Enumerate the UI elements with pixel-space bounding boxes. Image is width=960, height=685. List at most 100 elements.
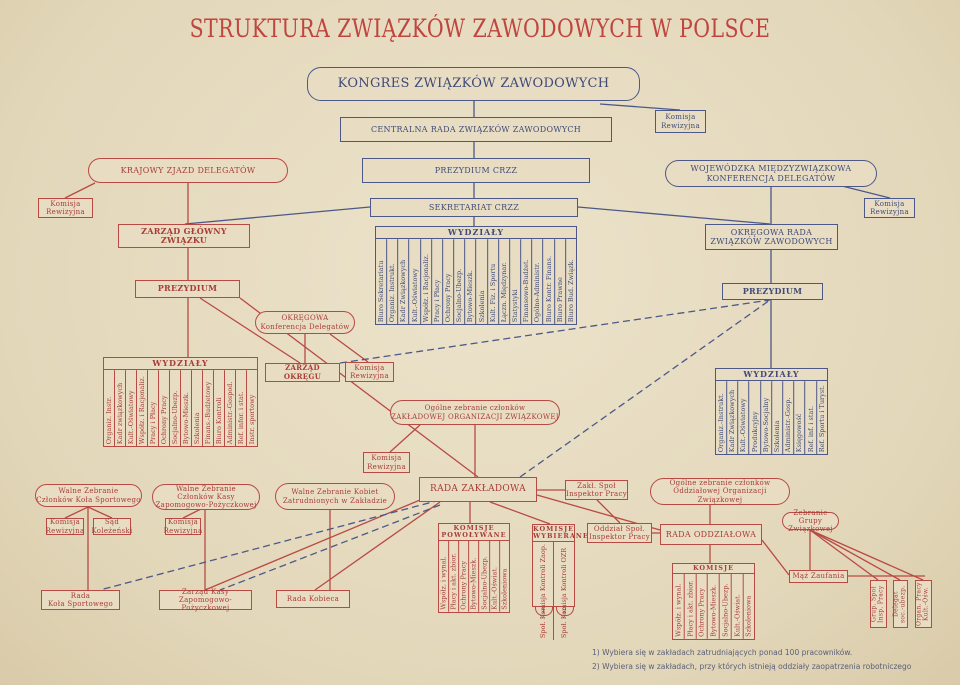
okregowa-konferencja-node: OKRĘGOWA Konferencja Delegatów [255,311,355,334]
walne-zebranie-kobiet-node: Walne Zebranie Kobiet Zatrudnionych w Za… [275,483,395,510]
zarzad-okregu-node: ZARZĄD OKRĘGU [265,363,340,382]
department-column: Organiz.-Instrukt. [716,380,728,454]
rada-zakladowa-node: RADA ZAKŁADOWA [419,477,537,502]
table-header: KOMISJE POWOŁYWANE [439,524,509,542]
delegat-node: Delegat soc.-ubezp. [893,580,908,628]
sekretariat-crzz-node: SEKRETARIAT CRZZ [370,198,578,217]
department-column: Współz. i wynal. [673,574,685,639]
department-column: Biuro Prawne [554,238,566,324]
department-column: Kult.-Oświatowy [126,369,137,446]
prezydium-left-node: PREZYDIUM [135,280,240,298]
department-column: Społ. Komisja Kontroli OZR [560,548,568,639]
department-column: Szkolenia [192,369,203,446]
sad-kolezenski-node: Sąd Koleżeński [91,518,133,535]
komisja-rewizyjna-sport: Komisja Rewizyjna [45,518,85,535]
department-column: Pracy i Płacy [431,238,444,324]
komisje-oddzialowe-table: KOMISJE Współz. i wynal.Płacy i akt. zbi… [672,563,755,640]
department-column: Bytowo-Mieszk. [465,238,477,324]
department-column: Współz. i wynal. [439,541,450,612]
footnote-marker: 1 [534,607,553,616]
department-column: Kult.-Oświat. [731,574,744,639]
department-column: Ref. infor. i stat. [236,369,247,446]
department-column: Płacy i akt. zbior. [684,574,697,639]
table-header: WYDZIAŁY [376,227,576,239]
poster-title: STRUKTURA ZWIĄZKÓW ZAWODOWYCH W POLSCE [189,14,771,43]
department-column: Administr.-Gosp. [783,380,795,454]
footnote-marker: 2 [555,607,574,616]
department-column: Socjalno-Ubezp. [170,369,181,446]
walne-zebranie-sport-node: Walne Zebranie Członków Koła Sportowego [35,484,142,507]
wydzialy-zarzad-table: WYDZIAŁY Organiz. Instr.Kadr związkowych… [103,357,258,447]
department-column: Kult.-Oświatowy [738,380,750,454]
department-column: Płacy i akt. zbior. [449,541,460,612]
komisja-rewizyjna-left: Komisja Rewizyjna [38,198,93,218]
department-column: Bytowo-Mieszk. [708,574,720,639]
grupowy-inspektor-node: Grup. Społ Insp. Pracy [870,580,887,628]
komisja-rewizyjna-zoz: Komisja Rewizyjna [363,452,410,473]
rada-kobieca-node: Rada Kobieca [276,590,350,608]
department-column: Kult. Fiz. i Sportu [487,238,499,324]
department-column: Finans.-Budżetowy [203,369,214,446]
department-column: Kult.-Oświatowy [409,238,421,324]
oddzialowy-inspektor-node: Oddział Społ. Inspektor Pracy [587,523,652,543]
krajowy-zjazd-node: KRAJOWY ZJAZD DELEGATÓW [88,158,288,183]
wojewodzka-konferencja-node: WOJEWÓDZKA MIĘDZYZWIĄZKOWA KONFERENCJA D… [665,160,877,187]
ogolne-zebranie-zoz-node: Ogólne zebranie członków ZAKŁADOWEJ ORGA… [390,400,560,425]
zebranie-grupy-node: Zebranie Grupy Związkowej [782,509,839,533]
department-column: Administr.-Gospod. [225,369,236,446]
department-column: Ref. Sportu i Turyst. [817,384,826,452]
department-column: Organiz. Instrukt. [387,238,399,324]
footnote-1: 1) Wybiera się w zakładach zatrudniający… [592,648,853,657]
department-column: Ochrony Pracy [159,369,170,446]
komisja-rewizyjna-right: Komisja Rewizyjna [864,198,915,218]
department-column: Biuro Kontroli [214,369,225,446]
department-column: Bytowo-Mieszk. [469,541,480,612]
department-column: Socjalno-Ubezp. [454,238,466,324]
crzz-node: CENTRALNA RADA ZWIĄZKÓW ZAWODOWYCH [340,117,612,142]
department-column: Produkcyjny [749,380,761,454]
department-column: Kadr związkowych [115,369,126,446]
table-header: WYDZIAŁY [716,369,827,381]
table-header: KOMISJE [673,564,754,575]
maz-zaufania-node: Mąż Zaufania [789,570,848,583]
footnote-2: 2) Wybiera się w zakładach, przy których… [592,662,912,671]
department-column: Biuro Sekretariatu [376,238,388,324]
department-column: Socjalno-Ubezp. [719,574,732,639]
department-column: Ochrony Pracy [443,238,455,324]
prezydium-crzz-node: PREZYDIUM CRZZ [362,158,590,183]
department-column: Ref. inf. i stat. [805,380,817,454]
zarzad-kasy-node: Zarząd Kasy Zapomogowo-Pożyczkowej [159,588,252,612]
department-column: Społ. Komisja Kontroli Zaop. [533,542,554,641]
walne-zebranie-kasy-node: Walne Zebranie Członków Kasy Zapomogowo-… [152,484,260,510]
komisja-rewizyjna-kasy: Komisja Rewizyjna [163,518,203,535]
department-column: Szkoleniowa [744,595,753,637]
department-column: Szkoleniowa [500,568,509,610]
rada-kola-node: Rada Koła Sportowego [41,590,120,610]
department-column: Biuro Bud. Związk. [567,259,575,322]
organizator-pracy-node: Organ. Pracy Kult.-Ośw. [915,580,932,628]
zarzad-glowny-node: ZARZĄD GŁÓWNY ZWIĄZKU [118,224,250,248]
prezydium-right-node: PREZYDIUM [722,283,823,300]
department-column: Ochrony Pracy [696,574,709,639]
department-column: Łączn. Międzynar. [498,238,511,324]
department-column: Socjalno-Ubezp. [479,541,490,612]
department-column: Finansowo-Budżet. [521,238,533,324]
kongres-node: KONGRES ZWIĄZKÓW ZAWODOWYCH [307,67,640,101]
department-column: Kult.-Oświat. [489,541,500,612]
department-column: Szkolenia [772,380,784,454]
department-column: Księgowość [794,380,806,454]
department-column: Ogólno-Administr. [532,238,544,324]
department-column: Kadr Związkowych [727,380,739,454]
okregowa-rada-node: OKRĘGOWA RADA ZWIĄZKÓW ZAWODOWYCH [705,224,838,250]
table-header: KOMISJE WYBIERANE [533,525,588,543]
zakladowy-inspektor-node: Zakł. Społ Inspektor Pracy [565,480,628,500]
department-column: Bytowo-Socjalny [760,380,773,454]
ogolne-zebranie-oddzialowe-node: Ogólne zebranie członków Oddziałowej Org… [650,478,790,505]
table-header: WYDZIAŁY [104,358,257,370]
department-column: Organiz. Instr. [104,369,115,446]
komisja-rewizyjna-top: Komisja Rewizyjna [655,110,706,133]
department-column: Współz. i Racjonaliz. [420,238,432,324]
department-column: Biuro Kontr. Finans. [543,238,555,324]
